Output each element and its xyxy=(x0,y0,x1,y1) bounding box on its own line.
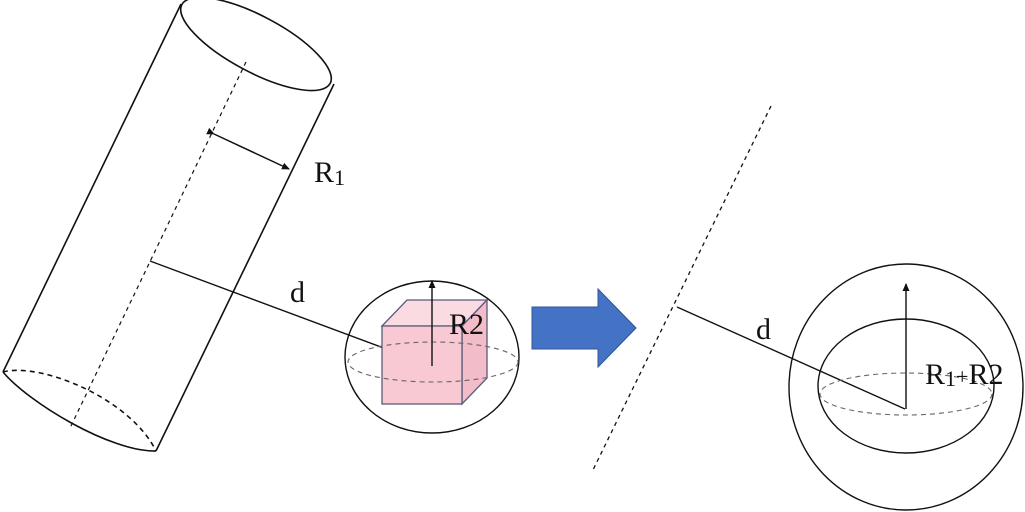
radius-2-label: R2 xyxy=(449,308,484,341)
outer-sphere-outline xyxy=(788,263,1024,511)
transform-arrow xyxy=(531,287,637,369)
cylinder-axis xyxy=(69,61,247,429)
cylinder-bottom-arc-front xyxy=(2,371,157,452)
radius-sum-label: R1+R2 xyxy=(925,358,1003,391)
cube-front-face xyxy=(381,325,463,405)
cylinder xyxy=(2,0,335,452)
small-sphere: R2 xyxy=(344,280,520,434)
small-sphere-equator xyxy=(347,341,519,383)
distance-line-right xyxy=(676,306,906,410)
radius-1-label: R1 xyxy=(314,156,345,190)
cube xyxy=(380,298,489,406)
cylinder-right-side xyxy=(155,83,335,452)
radius-1-arrow xyxy=(206,127,290,170)
inner-sphere-equator xyxy=(819,372,993,416)
cylinder-axis-right xyxy=(591,105,772,473)
distance-label-left: d xyxy=(290,276,305,309)
cylinder-top-ellipse xyxy=(179,0,333,92)
cylinder-left-side xyxy=(2,3,182,373)
distance-label-right: d xyxy=(756,313,771,346)
cylinder-bottom-arc-back xyxy=(2,369,157,452)
